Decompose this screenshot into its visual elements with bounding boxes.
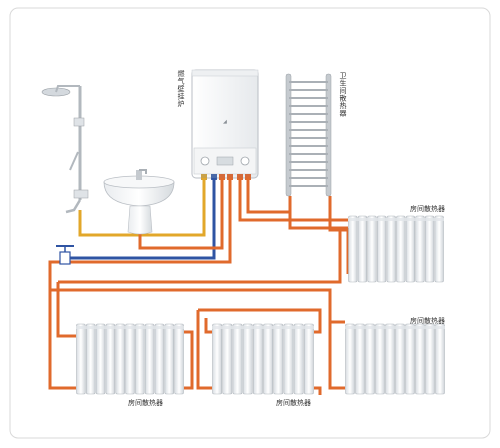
radiator-bottom-left <box>76 323 184 395</box>
radiator-fin <box>293 323 304 395</box>
radiator-header <box>345 326 445 329</box>
radiator-fin <box>425 323 435 395</box>
gas-pipe <box>78 178 206 237</box>
radiator-fin <box>396 215 406 283</box>
radiator-fin <box>232 323 243 395</box>
radiator-header <box>212 326 314 329</box>
radiator-fin <box>365 323 375 395</box>
radiator-bottom-center-label: 房间散热器 <box>276 399 311 407</box>
radiator-bottom-right-label: 房间散热器 <box>410 317 445 325</box>
radiator-bottom-left-label: 房间散热器 <box>128 399 163 407</box>
radiator-header <box>348 218 444 221</box>
radiator-fin <box>135 323 145 395</box>
radiator-fin <box>95 323 106 395</box>
washbasin <box>103 169 175 235</box>
radiator-top-right <box>348 215 444 283</box>
radiator-fin <box>253 323 263 395</box>
radiator-fin <box>76 323 86 395</box>
radiator-fin <box>212 323 222 395</box>
gas-boiler: ◢ <box>191 69 259 182</box>
radiator-fin <box>222 323 233 395</box>
radiator-fin <box>415 323 425 395</box>
radiator-fin <box>125 323 135 395</box>
radiator-bottom-right <box>345 323 445 395</box>
cold-water-pipe <box>68 178 216 260</box>
radiator-fin <box>357 215 368 283</box>
radiator-fin <box>415 215 425 283</box>
radiator-fin <box>355 323 365 395</box>
radiator-fin <box>345 323 355 395</box>
radiator-fin <box>434 215 444 283</box>
radiator-fin <box>385 323 395 395</box>
radiator-fin <box>405 215 416 283</box>
radiator-fin <box>105 323 116 395</box>
radiator-fin <box>303 323 314 395</box>
radiator-fin <box>154 323 165 395</box>
cold-water-inlet-valve <box>56 245 74 265</box>
boiler-label: 燃气壁挂炉 <box>177 70 185 108</box>
svg-text:◢: ◢ <box>223 119 227 125</box>
radiator-fin <box>273 323 284 395</box>
radiator-fin <box>386 215 396 283</box>
radiator-fin <box>348 215 358 283</box>
radiator-fin <box>405 323 415 395</box>
radiator-fin <box>367 215 377 283</box>
towel-radiator-label: 卫生间散热器 <box>339 72 347 117</box>
towel-radiator <box>285 73 332 197</box>
radiator-header <box>76 326 184 329</box>
radiator-fin <box>435 323 445 395</box>
radiator-fin <box>283 323 294 395</box>
frame <box>9 7 491 439</box>
radiator-fin <box>164 323 174 395</box>
radiator-fin <box>395 323 405 395</box>
shower <box>41 85 89 214</box>
radiator-fin <box>242 323 253 395</box>
radiator-fin <box>263 323 273 395</box>
hot-water-pipes <box>48 178 350 395</box>
radiator-bottom-center <box>212 323 314 395</box>
radiator-fin <box>376 215 387 283</box>
radiator-fin <box>174 323 184 395</box>
radiator-fin <box>144 323 155 395</box>
radiator-top-right-label: 房间散热器 <box>410 205 445 213</box>
radiator-fin <box>86 323 96 395</box>
radiator-fin <box>115 323 125 395</box>
radiator-fin <box>375 323 385 395</box>
radiator-fin <box>424 215 435 283</box>
